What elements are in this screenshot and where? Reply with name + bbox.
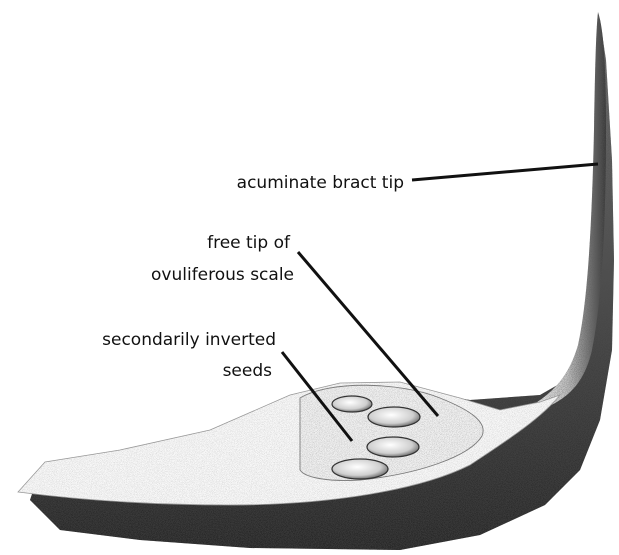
label-scale-tip-line1: free tip of [207,233,291,253]
seed-4 [332,459,388,479]
seed-3 [367,437,419,457]
leader-bract-tip [412,164,598,180]
label-scale-tip-line2: ovuliferous scale [151,265,294,285]
label-bract-tip: acuminate bract tip [237,173,404,193]
seed-1 [332,396,372,412]
seed-2 [368,407,420,427]
label-seeds-line1: secondarily inverted [102,330,276,350]
label-seeds-line2: seeds [223,361,273,381]
